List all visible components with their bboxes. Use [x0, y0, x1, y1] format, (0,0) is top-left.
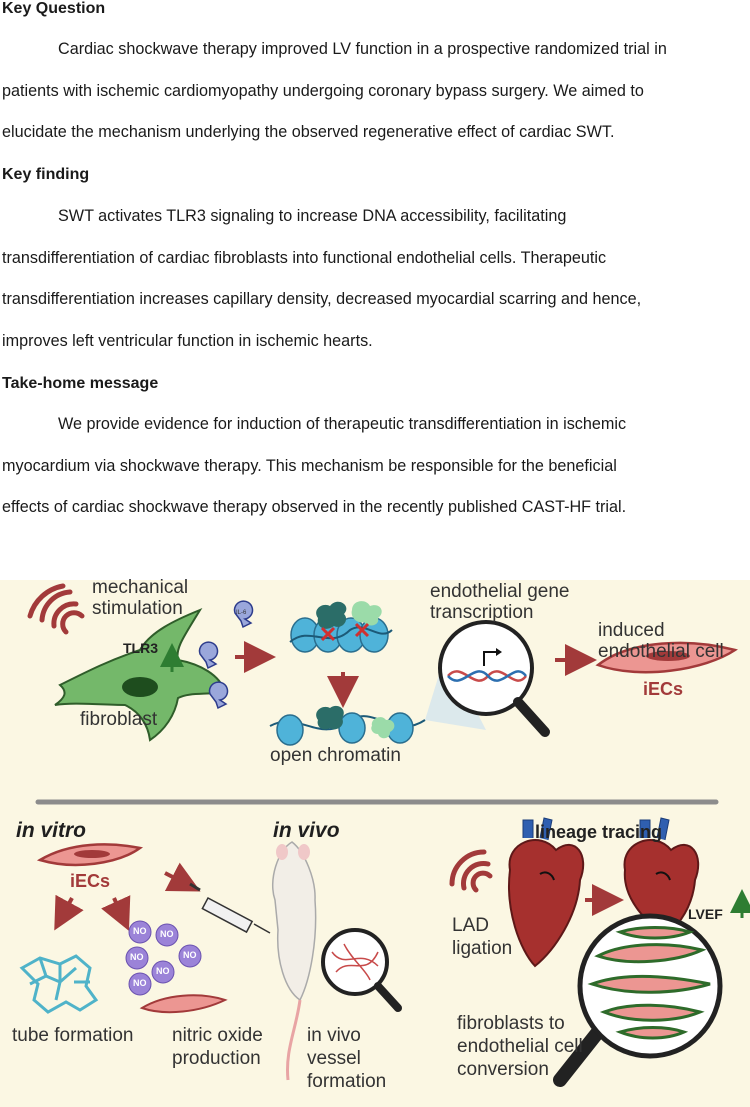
label-tlr3: TLR3 [123, 640, 158, 656]
shockwave-icon [27, 583, 85, 635]
fibroblast-cell-icon [54, 607, 227, 742]
label-no-4: NO [130, 952, 144, 962]
label-no-3: NO [183, 950, 197, 960]
paragraph-line: transdifferentiation increases capillary… [2, 290, 642, 308]
label-lvef: LVEF [688, 906, 723, 922]
label-induced: induced [598, 620, 665, 641]
label-in-vivo-vessel-2: vessel [307, 1048, 361, 1069]
il6-icon [198, 600, 254, 710]
paragraph-key-question: Cardiac shockwave therapy improved LV fu… [2, 29, 746, 154]
label-no-1: NO [133, 926, 147, 936]
syringe-icon [189, 882, 271, 934]
label-production: production [172, 1048, 261, 1069]
label-iecs-top: iECs [643, 679, 684, 699]
label-in-vivo-vessel-1: in vivo [307, 1025, 361, 1046]
label-fibroblast: fibroblast [80, 709, 158, 730]
heading-key-finding: Key finding [2, 166, 90, 183]
label-endothelial-gene: endothelial gene [430, 581, 570, 602]
conversion-magnifier-icon [553, 913, 723, 1087]
closed-chromatin-icon [289, 601, 393, 653]
paragraph-line: myocardium via shockwave therapy. This m… [2, 456, 617, 475]
label-ligation: ligation [452, 938, 513, 959]
heart-icon-ligated [508, 817, 585, 968]
label-open-chromatin: open chromatin [270, 745, 401, 766]
figure-drawing [19, 583, 750, 1087]
paragraph-line: SWT activates TLR3 signaling to increase… [58, 207, 567, 225]
iec-cell-icon [36, 843, 144, 867]
label-mechanical: mechanical [92, 577, 189, 598]
paragraph-line: improves left ventricular function in is… [2, 331, 373, 350]
label-no-6: NO [133, 978, 147, 988]
label-in-vivo-vessel-3: formation [307, 1071, 387, 1092]
paragraph-line: Cardiac shockwave therapy improved LV fu… [58, 40, 667, 58]
label-in-vitro: in vitro [16, 819, 87, 842]
nitric-oxide-icon [125, 920, 202, 996]
label-lineage-tracing: lineage tracing [535, 822, 663, 842]
label-endothelial-cell-2: endothelial cell [457, 1036, 583, 1057]
heading-take-home: Take-home message [2, 375, 159, 392]
magnifier-icon [438, 620, 550, 737]
label-il6: IL-6 [236, 610, 247, 616]
label-endothelial-cell: endothelial cell [598, 641, 724, 662]
small-endothelial-cell-icon [139, 994, 228, 1014]
paragraph-line: effects of cardiac shockwave therapy obs… [2, 498, 627, 516]
vessel-magnifier-icon [321, 928, 402, 1012]
endothelial-cell-icon [595, 641, 738, 674]
label-stimulation: stimulation [92, 598, 183, 619]
paragraph-line: We provide evidence for induction of the… [58, 415, 627, 433]
paragraph-key-finding: SWT activates TLR3 signaling to increase… [2, 196, 746, 362]
label-tube-formation: tube formation [12, 1025, 134, 1046]
label-conversion: conversion [457, 1059, 549, 1080]
mouse-icon [271, 841, 317, 1081]
label-lad: LAD [452, 915, 489, 936]
paragraph-line: patients with ischemic cardiomyopathy un… [2, 81, 644, 100]
label-no-2: NO [160, 929, 174, 939]
label-iecs-bottom: iECs [70, 871, 111, 891]
label-transcription: transcription [430, 602, 534, 623]
label-nitric-oxide: nitric oxide [172, 1025, 263, 1046]
paragraph-line: transdifferentiation of cardiac fibrobla… [2, 248, 607, 267]
shockwave-icon-2 [449, 849, 493, 893]
label-in-vivo: in vivo [273, 819, 340, 842]
heading-key-question: Key Question [2, 0, 106, 17]
paragraph-take-home: We provide evidence for induction of the… [2, 404, 746, 529]
open-chromatin-icon [269, 705, 426, 746]
paragraph-line: elucidate the mechanism underlying the o… [2, 123, 615, 141]
graphical-abstract: mechanical stimulation TLR3 IL-6 fibrobl… [0, 577, 750, 1107]
tube-network-icon [19, 954, 99, 1014]
label-no-5: NO [156, 966, 170, 976]
label-fibroblasts-to: fibroblasts to [457, 1013, 565, 1034]
